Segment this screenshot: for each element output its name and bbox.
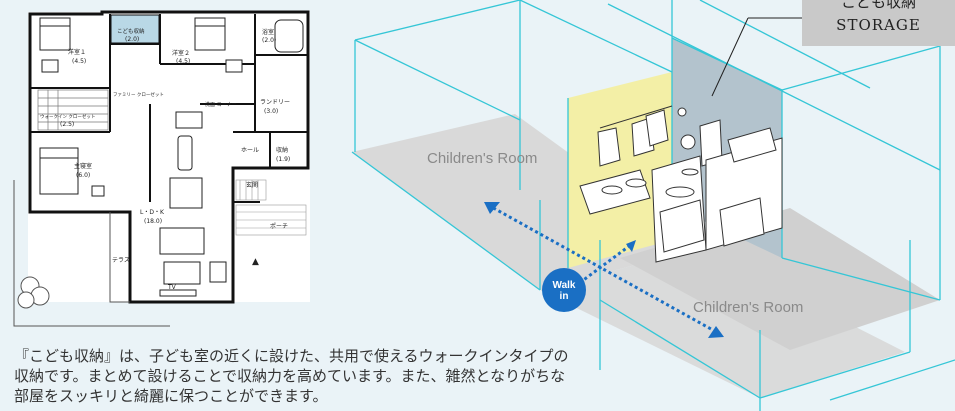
room-size: (2.5) <box>60 121 74 128</box>
room-label-right: Children's Room <box>693 299 803 316</box>
room-size: (1.9) <box>276 156 290 163</box>
room-label: 洋室１ <box>68 48 86 56</box>
room-label: テラス <box>112 257 130 264</box>
callout-jp: こども収納 <box>840 0 916 11</box>
walk-in-badge-line1: Walk <box>553 280 576 291</box>
description-line: 部屋をスッキリと綺麗に保つことができます。 <box>14 387 328 405</box>
storage-callout: こども収納 STORAGE <box>802 0 955 46</box>
floor-plan: 洋室１ (4.5) こども収納 (2.0) 洋室２ (4.5) 浴室 (2.0)… <box>13 10 310 327</box>
description: 『こども収納』は、子ども室の近くに設けた、共用で使えるウォークインタイプの 収納… <box>14 346 654 406</box>
room-size: (4.5) <box>176 58 190 65</box>
room-size: (4.5) <box>72 58 86 65</box>
room-label: 洋室２ <box>172 49 190 57</box>
room-label: ウォークイン クローゼット <box>40 113 95 120</box>
room-label: こども収納 <box>117 27 145 35</box>
description-line: 収納です。まとめて設けることで収納力を高めています。また、雑然となりがちな <box>14 367 566 385</box>
description-line: 『こども収納』は、子ども室の近くに設けた、共用で使えるウォークインタイプの <box>14 347 569 365</box>
room-label: ホール <box>241 147 259 154</box>
room-size: (3.0) <box>264 108 278 115</box>
entrance-marker: ▲ <box>252 257 259 267</box>
room-label: ポーチ <box>270 222 288 230</box>
room-size: (18.0) <box>144 218 162 225</box>
room-label: L・D・K <box>140 209 165 216</box>
room-size: (6.0) <box>76 172 90 179</box>
walk-in-badge-line2: in <box>560 291 569 302</box>
room-label: 浴室 <box>262 28 274 36</box>
room-label: TV <box>167 284 177 291</box>
room-label: 玄関 <box>246 181 258 189</box>
callout-en: STORAGE <box>836 16 921 34</box>
room-size: (2.0) <box>262 37 276 44</box>
room-label-left: Children's Room <box>427 150 537 167</box>
room-label: 主寝室 <box>74 162 92 170</box>
room-label: 洗面 コーナー <box>205 101 237 108</box>
room-label: ランドリー <box>260 99 290 106</box>
room-label: ファミリー クローゼット <box>113 91 164 98</box>
iso-diagram <box>351 0 955 411</box>
room-label: 収納 <box>276 146 288 154</box>
room-size: (2.0) <box>125 36 139 43</box>
